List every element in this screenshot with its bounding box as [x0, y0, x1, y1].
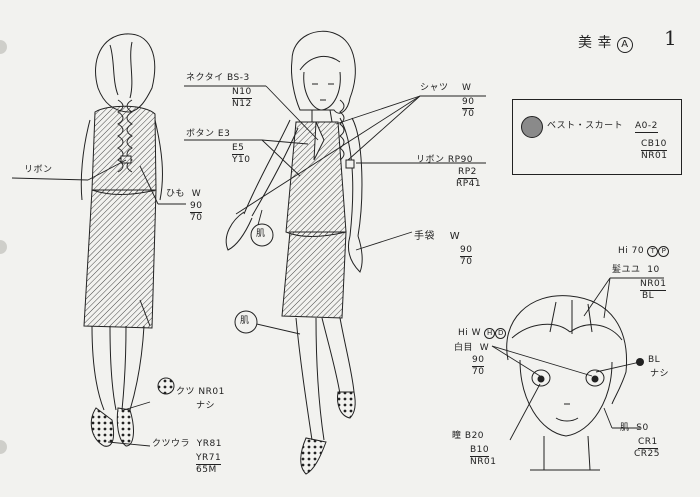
swatch-circle: [521, 116, 543, 138]
string-label: ひも W: [166, 189, 202, 199]
hair-line-1: NR01: [640, 279, 667, 291]
swatch-code: A0-2: [635, 121, 658, 133]
hair-label: 髪ユユ 10: [612, 265, 660, 275]
swatch-line-1: CB10: [641, 139, 667, 151]
shirt-line-2: 70: [462, 109, 475, 119]
buttons-line-1: E5: [232, 143, 245, 155]
swatch-label: ベスト・スカート: [547, 121, 624, 131]
page-number: 1: [664, 26, 678, 50]
skin-line-1: CR1: [638, 437, 658, 449]
soles-line-2: 65M: [196, 465, 217, 475]
binder-hole: [0, 240, 7, 254]
hair-line-2: BL: [642, 291, 655, 301]
highlight-line-1: ナシ: [650, 369, 670, 379]
gloves-label: 手袋 W: [414, 231, 461, 242]
face-closeup: [506, 295, 628, 471]
ribbon-back-label: リボン: [24, 165, 53, 175]
buttons-label: ボタン E3: [186, 129, 231, 139]
skin-marker-2: 肌: [240, 316, 250, 326]
buttons-line-2: Y10: [232, 155, 251, 165]
necktie-line-1: N10: [232, 87, 252, 99]
skin-line-2: CR25: [634, 449, 660, 459]
string-line-1: 90: [190, 201, 203, 213]
string-line-2: 70: [190, 213, 203, 223]
iris-label: 瞳 B20: [452, 431, 485, 441]
ribbon-front-line-2: RP41: [456, 179, 482, 189]
iris-line-2: NR01: [470, 457, 497, 467]
iris-line-1: B10: [470, 445, 490, 457]
eye-white-line-2: 70: [472, 367, 485, 377]
shirt-label: シャツ W: [420, 83, 472, 93]
gloves-line-2: 70: [460, 257, 473, 267]
necktie-line-2: N12: [232, 99, 252, 109]
skin-marker-1: 肌: [256, 229, 266, 239]
ribbon-front-line-1: RP2: [458, 167, 477, 179]
shirt-line-1: 90: [462, 97, 475, 109]
gloves-line-1: 90: [460, 245, 473, 257]
ribbon-front-label: リボン RP90: [416, 155, 474, 165]
swatch-line-2: NR01: [641, 151, 668, 161]
soles-line-1: YR71: [196, 453, 222, 465]
skin-label: 肌 S0: [620, 423, 649, 433]
shoes-line-1: ナシ: [196, 401, 216, 411]
soles-label: クツウラ YR81: [152, 439, 222, 449]
front-view-figure: [225, 30, 363, 475]
highlight-label: BL: [648, 355, 661, 365]
color-swatch-box: ベスト・スカート A0-2 CB10 NR01: [512, 99, 682, 175]
character-name: 美 幸 A: [578, 36, 633, 53]
binder-hole: [0, 440, 7, 454]
eye-white-label: 白目 W: [454, 343, 490, 353]
eye-white-line-1: 90: [472, 355, 485, 367]
necktie-label: ネクタイ BS-3: [186, 73, 250, 83]
shoes-label: クツ NR01: [176, 387, 225, 397]
binder-hole: [0, 40, 7, 54]
back-view-figure: [80, 33, 163, 447]
